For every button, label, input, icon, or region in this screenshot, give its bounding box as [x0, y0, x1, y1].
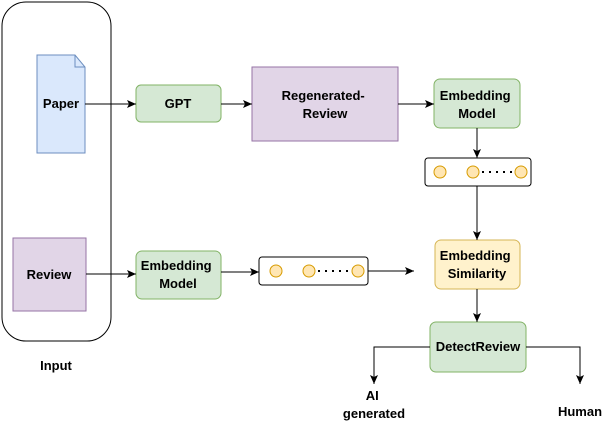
vector-dot [269, 264, 283, 278]
output-ai-line-1: AI [366, 388, 379, 403]
input-group-label: Input [40, 358, 72, 373]
paper-document-shape [36, 54, 86, 154]
paper-fold-icon [74, 55, 85, 68]
embedding-vector-top [424, 157, 532, 187]
regenerated-review-line-1: Regenerated- [282, 88, 365, 103]
regenerated-review-label: Regenerated- Review [282, 88, 369, 121]
output-ai-line-2: generated [343, 406, 405, 421]
regenerated-review-line-2: Review [303, 106, 349, 121]
regenerated-review-box [251, 66, 399, 142]
embedding-vector-bottom [258, 256, 369, 286]
embedding-similarity-label: Embedding Similarity [440, 248, 514, 281]
detect-review-label: DetectReview [436, 339, 521, 354]
vector-dot [466, 165, 480, 179]
embedding-model-top-line-1: Embedding [440, 88, 511, 103]
paper-document: Paper [36, 54, 86, 154]
embedding-model-bottom-box [135, 250, 222, 300]
embedding-model-bottom-line-1: Embedding [141, 258, 212, 273]
vector-dot [433, 165, 447, 179]
review-label: Review [27, 267, 73, 282]
embedding-model-bottom-line-2: Model [159, 276, 197, 291]
output-ai-label: AI generated [343, 388, 405, 421]
vector-dot [351, 264, 365, 278]
vector-dot [302, 264, 316, 278]
embedding-similarity-line-1: Embedding [440, 248, 511, 263]
paper-label: Paper [43, 96, 79, 111]
output-human-label: Human [558, 404, 602, 419]
arrow-detect-review-to-ai [370, 346, 430, 384]
embedding-similarity-line-2: Similarity [448, 266, 507, 281]
embedding-model-bottom-label: Embedding Model [141, 258, 215, 291]
embedding-model-top-line-2: Model [458, 106, 496, 121]
arrow-detect-review-to-human [526, 346, 584, 384]
vector-dot [514, 165, 528, 179]
embedding-model-top-label: Embedding Model [440, 88, 514, 121]
connectors [85, 100, 584, 384]
gpt-label: GPT [165, 96, 192, 111]
